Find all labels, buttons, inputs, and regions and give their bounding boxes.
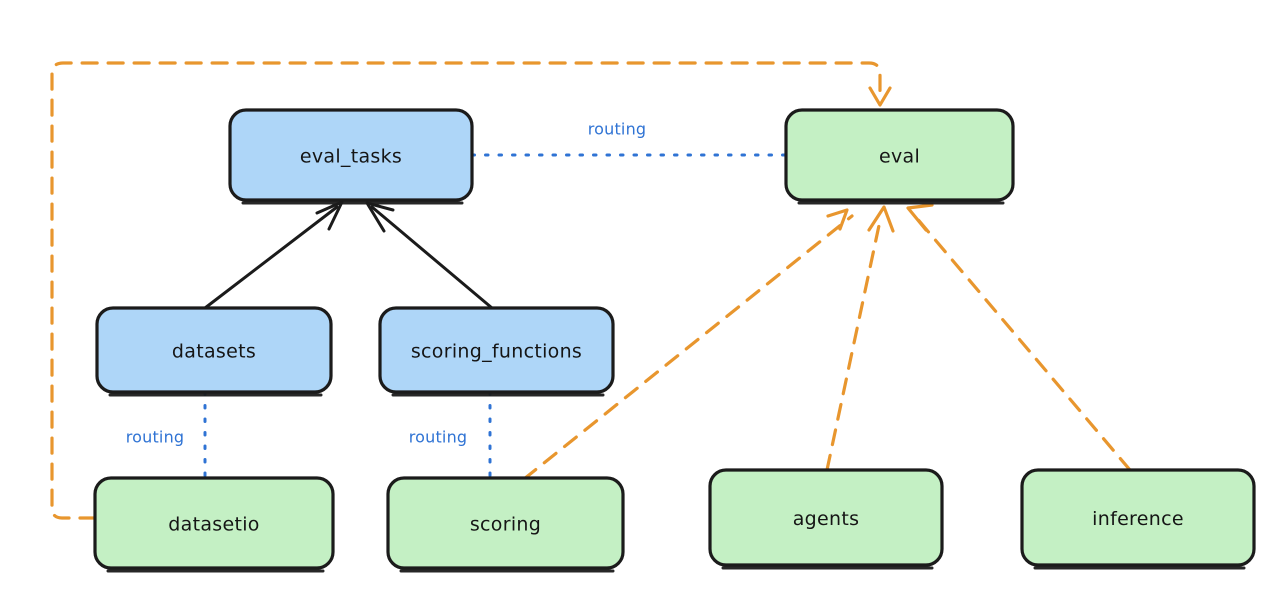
node-layer: eval_tasks eval datasets scoring_functio… [93, 108, 1256, 573]
arrowhead-inference-eval [906, 203, 934, 232]
arrowhead-datasetio-eval [868, 86, 892, 107]
edge-scoring-eval [522, 208, 854, 481]
node-datasetio[interactable]: datasetio [93, 476, 335, 573]
arrowhead-agents-eval [867, 205, 895, 233]
node-scoring_functions[interactable]: scoring_functions [378, 306, 615, 397]
edge-label-layer: routing routing routing [126, 120, 647, 447]
node-datasetio-box[interactable] [93, 476, 335, 570]
node-scoring-box[interactable] [386, 476, 625, 570]
node-scoring-label: scoring [470, 514, 541, 536]
edge-label-routing-scoring_functions-scoring: routing [409, 428, 468, 447]
node-agents-box[interactable] [708, 468, 944, 567]
node-eval_tasks-box[interactable] [228, 108, 474, 202]
edge-inference-eval [906, 203, 1132, 472]
node-eval[interactable]: eval [784, 108, 1015, 205]
node-eval-label: eval [879, 146, 920, 168]
node-inference-box[interactable] [1020, 468, 1256, 567]
node-eval-box[interactable] [784, 108, 1015, 202]
edge-label-routing-eval_tasks-eval: routing [588, 120, 647, 139]
node-scoring_functions-box[interactable] [378, 306, 615, 394]
node-scoring[interactable]: scoring [386, 476, 625, 573]
node-datasetio-label: datasetio [168, 514, 259, 536]
node-agents[interactable]: agents [708, 468, 944, 570]
node-agents-label: agents [793, 508, 860, 530]
edge-label-routing-datasets-datasetio: routing [126, 428, 185, 447]
edge-agents-eval [825, 205, 895, 472]
node-scoring_functions-label: scoring_functions [411, 341, 582, 363]
node-datasets-box[interactable] [95, 306, 333, 394]
edge-datasetio-eval [50, 61, 892, 520]
edge-scoring_functions-eval_tasks [365, 201, 494, 310]
node-inference[interactable]: inference [1020, 468, 1256, 570]
node-eval_tasks-label: eval_tasks [300, 146, 402, 168]
arrowhead-datasets-eval_tasks [315, 200, 344, 231]
node-inference-label: inference [1092, 508, 1184, 530]
node-datasets-label: datasets [172, 341, 256, 363]
arrowhead-scoring-eval [826, 208, 849, 231]
node-eval_tasks[interactable]: eval_tasks [228, 108, 474, 205]
arrowhead-scoring_functions-eval_tasks [365, 201, 395, 233]
edge-datasets-eval_tasks [203, 200, 344, 310]
node-datasets[interactable]: datasets [95, 306, 333, 397]
